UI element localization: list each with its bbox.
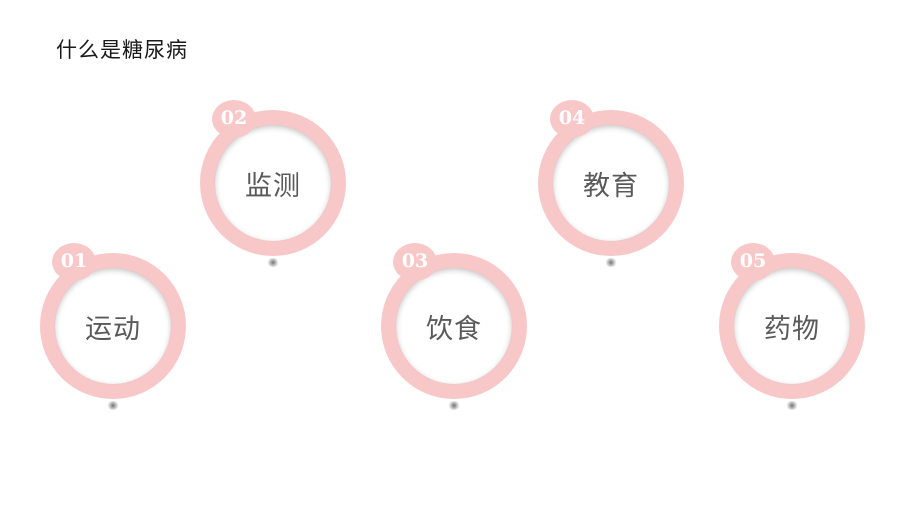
step-circle: 运动 (55, 268, 171, 384)
step-label: 饮食 (426, 313, 482, 345)
step-label: 监测 (245, 170, 301, 202)
shadow-dot (107, 401, 119, 410)
step-circle: 教育 (553, 125, 669, 241)
step-number: 01 (60, 250, 88, 272)
shadow-dot (786, 401, 798, 410)
step-number-badge: 03 (393, 243, 437, 281)
step-number: 04 (558, 107, 586, 129)
step-node-03: 饮食 03 (381, 243, 527, 410)
step-node-04: 教育 04 (538, 100, 684, 267)
step-label: 药物 (764, 313, 820, 345)
step-circle: 药物 (734, 268, 850, 384)
slide-title: 什么是糖尿病 (56, 38, 188, 62)
step-number-badge: 02 (212, 100, 256, 138)
step-number-badge: 04 (550, 100, 594, 138)
step-label: 教育 (583, 170, 639, 202)
step-circle: 饮食 (396, 268, 512, 384)
shadow-dot (267, 258, 279, 267)
step-number: 05 (739, 250, 767, 272)
step-node-02: 监测 02 (200, 100, 346, 267)
shadow-dot (448, 401, 460, 410)
step-number: 02 (220, 107, 248, 129)
step-node-01: 运动 01 (40, 243, 186, 410)
step-circle: 监测 (215, 125, 331, 241)
step-number-badge: 01 (52, 243, 96, 281)
step-number-badge: 05 (731, 243, 775, 281)
step-node-05: 药物 05 (719, 243, 865, 410)
step-label: 运动 (85, 313, 141, 345)
shadow-dot (605, 258, 617, 267)
step-number: 03 (401, 250, 429, 272)
